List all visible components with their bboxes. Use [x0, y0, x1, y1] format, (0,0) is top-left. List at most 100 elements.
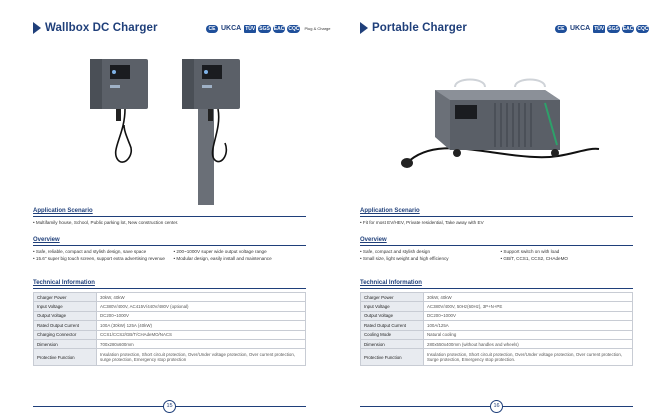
- overview-item: • Safe, compact and stylish design: [360, 249, 431, 254]
- section-heading: Technical Information: [360, 280, 422, 286]
- right-title-row: Portable Charger: [360, 22, 467, 34]
- spec-key: Protective Function: [33, 348, 97, 367]
- ce-logo: UKCA: [221, 25, 242, 32]
- section-heading: Application Scenario: [33, 208, 93, 214]
- cert-logo: CE: [206, 25, 218, 33]
- cert-logo: SGS: [607, 25, 620, 33]
- cert-logo: TÜV: [593, 25, 606, 33]
- wallbox-charger-images: [90, 59, 240, 205]
- chevron-right-icon: [33, 22, 41, 34]
- spec-key: Charger Power: [33, 291, 97, 303]
- cert-logo: TÜV: [244, 25, 257, 33]
- cert-logo: EAC: [621, 25, 635, 33]
- overview-item: • Modular design, easily install and mai…: [173, 256, 272, 261]
- application-text: • Multifamily house, School, Public park…: [33, 220, 179, 225]
- spec-value: Insulation protection, Short circuit pro…: [423, 348, 633, 367]
- spec-value: AC380V/400V, AC415V/440V/480V (optional): [96, 301, 306, 312]
- spec-value: AC380V/400V, 50Hz(60Hz), 3P+N+PE: [423, 301, 633, 312]
- spec-value: 30kW, 40kW: [423, 291, 633, 303]
- spec-value: 30kW, 40kW: [96, 291, 306, 303]
- spec-value: 280x550x400mm (without handles and wheel…: [423, 338, 633, 350]
- cert-logo: CE: [555, 25, 567, 33]
- section-divider: [33, 288, 306, 289]
- spec-key: Protective Function: [360, 348, 424, 367]
- spec-key: Output Voltage: [33, 310, 97, 322]
- spec-key: Dimension: [360, 338, 424, 350]
- spec-key: Charging Connector: [33, 329, 97, 340]
- certification-logos: CE UKCA TÜV SGS EAC CQC Plug & Charge: [206, 25, 331, 33]
- left-page: Wallbox DC Charger CE UKCA TÜV SGS EAC C…: [33, 22, 331, 413]
- overview-item: • Safe, reliable, compact and stylish de…: [33, 249, 147, 254]
- spec-key: Charger Power: [360, 291, 424, 303]
- section-divider: [33, 216, 306, 217]
- page-number: 16: [490, 400, 503, 413]
- portable-charger-image: [401, 78, 600, 168]
- section-divider: [360, 245, 633, 246]
- section-heading: Overview: [360, 237, 387, 243]
- cert-logo: SGS: [258, 25, 271, 33]
- cert-logo: EAC: [272, 25, 286, 33]
- page-number: 15: [163, 400, 176, 413]
- spec-key: Dimension: [33, 338, 97, 350]
- section-heading: Technical Information: [33, 280, 95, 286]
- ce-logo: UKCA: [570, 25, 591, 32]
- spec-key: Output Voltage: [360, 310, 424, 322]
- plug-charge-logo: Plug & Charge: [304, 26, 331, 31]
- application-section: Application Scenario • Fit for most EV/H…: [360, 208, 633, 226]
- certification-logos: CE UKCA TÜV SGS EAC CQC: [555, 25, 650, 33]
- wallbox-pedestal-image: [182, 59, 240, 205]
- left-title-row: Wallbox DC Charger: [33, 22, 158, 34]
- right-page: Portable Charger CE UKCA TÜV SGS EAC CQC…: [333, 0, 666, 416]
- application-text: • Fit for most EV/HEV, Private residenti…: [360, 220, 484, 225]
- chevron-right-icon: [360, 22, 368, 34]
- spec-value: 700x280x600mm: [96, 338, 306, 350]
- overview-item: • 200~1000V super wide output voltage ra…: [173, 249, 267, 254]
- page-title: Wallbox DC Charger: [45, 22, 158, 34]
- spec-key: Input Voltage: [360, 301, 424, 312]
- overview-item: • Small size, light weight and high effi…: [360, 256, 449, 261]
- application-section: Application Scenario • Multifamily house…: [33, 208, 306, 226]
- spec-value: Natural cooling: [423, 329, 633, 340]
- spec-value: 100A/125A: [423, 320, 633, 331]
- section-divider: [33, 245, 306, 246]
- overview-item: • 15.6" super big touch screen, support …: [33, 256, 165, 261]
- page-title: Portable Charger: [372, 22, 467, 34]
- wallbox-wall-mounted-image: [90, 59, 148, 163]
- spec-value: 100A (30kW) 125A (40kW): [96, 320, 306, 331]
- section-divider: [360, 216, 633, 217]
- spec-key: Rated Output Current: [33, 320, 97, 331]
- spec-value: DC200~1000V: [96, 310, 306, 322]
- spec-key: Rated Output Current: [360, 320, 424, 331]
- section-divider: [360, 288, 633, 289]
- spec-key: Input Voltage: [33, 301, 97, 312]
- overview-section: Overview • Safe, reliable, compact and s…: [33, 237, 306, 262]
- cert-logo: CQC: [636, 25, 650, 33]
- overview-item: • GB/T, CCS1, CCS2, CHAdeMO: [500, 256, 568, 261]
- cert-logo: CQC: [287, 25, 301, 33]
- spec-value: DC200~1000V: [423, 310, 633, 322]
- overview-section: Overview • Safe, compact and stylish des…: [360, 237, 633, 262]
- spec-key: Cooling Mode: [360, 329, 424, 340]
- section-heading: Overview: [33, 237, 60, 243]
- section-heading: Application Scenario: [360, 208, 420, 214]
- overview-item: • Support switch on with load: [500, 249, 560, 254]
- spec-value: Insulation protection, Short circuit pro…: [96, 348, 306, 367]
